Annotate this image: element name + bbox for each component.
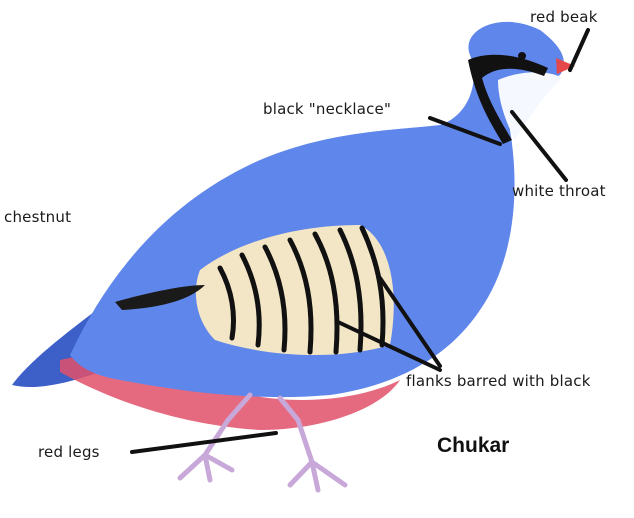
pointer-red-legs bbox=[132, 433, 276, 452]
diagram-title: Chukar bbox=[437, 434, 509, 458]
label-red-beak: red beak bbox=[530, 8, 598, 26]
label-white-throat: white throat bbox=[512, 182, 606, 200]
label-chestnut: chestnut bbox=[4, 208, 71, 226]
pointer-white-throat bbox=[512, 112, 566, 180]
bird-eye bbox=[518, 52, 526, 60]
bird-foot bbox=[290, 462, 345, 490]
label-red-legs: red legs bbox=[38, 443, 100, 461]
label-black-necklace: black "necklace" bbox=[263, 100, 391, 118]
label-flanks: flanks barred with black bbox=[406, 372, 591, 390]
bird-foot bbox=[180, 455, 232, 480]
pointer-red-beak bbox=[570, 30, 588, 70]
